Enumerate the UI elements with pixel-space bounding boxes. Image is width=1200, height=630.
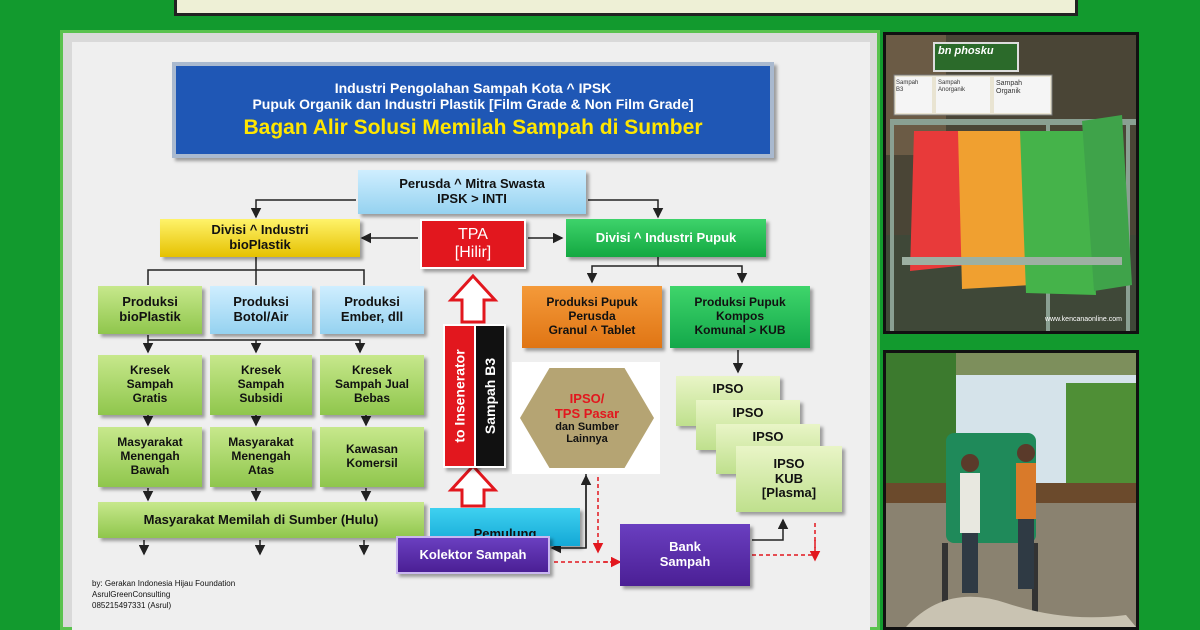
node-kresek-subsidi-line3: Subsidi bbox=[239, 390, 283, 405]
node-ipso-tps-line1: IPSO/ bbox=[569, 391, 605, 406]
node-kolektor-sampah: Kolektor Sampah bbox=[396, 536, 550, 574]
node-sampah-b3: Sampah B3 bbox=[474, 324, 506, 468]
node-kresek-gratis-line3: Gratis bbox=[132, 390, 168, 405]
node-ipso-tps-pasar: IPSO/ TPS Pasar dan Sumber Lainnya bbox=[520, 368, 654, 468]
node-ipso-tps-line4: Lainnya bbox=[566, 433, 608, 445]
credit-block: by: Gerakan Indonesia Hijau Foundation A… bbox=[92, 578, 235, 611]
node-pupuk-perusda-line3: Granul ^ Tablet bbox=[548, 322, 636, 337]
node-masyarakat-memilah-label: Masyarakat Memilah di Sumber (Hulu) bbox=[143, 511, 379, 527]
node-masyarakat-atas-line1: Masyarakat bbox=[228, 435, 294, 450]
node-kawasan-komersil: Kawasan Komersil bbox=[320, 427, 424, 487]
title-line-3: Bagan Alir Solusi Memilah Sampah di Sumb… bbox=[243, 116, 703, 140]
node-pupuk-kompos-line1: Produksi Pupuk bbox=[694, 295, 786, 310]
node-sampah-b3-label: Sampah B3 bbox=[482, 357, 498, 435]
node-masyarakat-atas-line3: Atas bbox=[247, 462, 274, 477]
photo-bin-organik-line2: Organik bbox=[996, 88, 1021, 95]
node-ipso-kub-line3: [Plasma] bbox=[761, 485, 817, 501]
node-kawasan-komersil-line1: Kawasan bbox=[345, 442, 399, 457]
node-pupuk-perusda-line2: Perusda bbox=[568, 309, 616, 324]
node-divisi-bioplastik-line2: bioPlastik bbox=[229, 237, 291, 252]
node-produksi-bioplastik-line2: bioPlastik bbox=[119, 309, 181, 324]
credit-line-3: 085215497331 (Asrul) bbox=[92, 601, 172, 610]
node-masyarakat-memilah: Masyarakat Memilah di Sumber (Hulu) bbox=[98, 502, 424, 538]
node-divisi-bioplastik: Divisi ^ Industri bioPlastik bbox=[160, 219, 360, 257]
node-kresek-jual-bebas: Kresek Sampah Jual Bebas bbox=[320, 355, 424, 415]
node-perusda: Perusda ^ Mitra Swasta IPSK > INTI bbox=[358, 170, 586, 214]
photo-bin-b3-line2: B3 bbox=[896, 87, 904, 93]
node-produksi-botol-line1: Produksi bbox=[233, 294, 289, 310]
node-kresek-gratis: Kresek Sampah Gratis bbox=[98, 355, 202, 415]
node-masyarakat-bawah-line3: Bawah bbox=[130, 462, 170, 477]
node-bank-sampah-line2: Sampah bbox=[659, 554, 711, 569]
photo-bin-organik-line1: Sampah bbox=[996, 80, 1023, 87]
node-kresek-subsidi-line1: Kresek bbox=[240, 363, 282, 378]
node-produksi-botol: Produksi Botol/Air bbox=[210, 286, 312, 334]
node-pupuk-kompos: Produksi Pupuk Kompos Komunal > KUB bbox=[670, 286, 810, 348]
node-ipso-kub-plasma: IPSO KUB [Plasma] bbox=[736, 446, 842, 512]
node-kresek-gratis-line1: Kresek bbox=[129, 363, 171, 378]
node-masyarakat-bawah: Masyarakat Menengah Bawah bbox=[98, 427, 202, 487]
node-kolektor-sampah-label: Kolektor Sampah bbox=[419, 546, 527, 562]
node-ipso-tps-line2: TPS Pasar bbox=[554, 406, 620, 421]
photo-compost-machine-art bbox=[886, 353, 1136, 627]
title-line-1: Industri Pengolahan Sampah Kota ^ IPSK bbox=[334, 79, 612, 96]
photo-bin-organik-label: Sampah Organik bbox=[996, 80, 1050, 96]
node-produksi-ember-line2: Ember, dll bbox=[340, 309, 404, 324]
diagram-title-box: Industri Pengolahan Sampah Kota ^ IPSK P… bbox=[172, 62, 774, 158]
node-perusda-line2: IPSK > INTI bbox=[437, 191, 507, 206]
photo-bin-anorganik-label: Sampah Anorganik bbox=[938, 80, 990, 94]
node-tpa-line1: TPA bbox=[458, 225, 488, 243]
node-divisi-bioplastik-line1: Divisi ^ Industri bbox=[211, 222, 309, 238]
node-ipso-2-label: IPSO bbox=[732, 405, 764, 420]
node-produksi-ember: Produksi Ember, dll bbox=[320, 286, 424, 334]
title-line-2: Pupuk Organik dan Industri Plastik [Film… bbox=[252, 95, 694, 112]
node-ipso-kub-line2: KUB bbox=[774, 470, 804, 486]
node-kresek-gratis-line2: Sampah bbox=[126, 377, 174, 392]
node-produksi-botol-line2: Botol/Air bbox=[233, 309, 289, 324]
node-ipso-1-label: IPSO bbox=[712, 381, 744, 396]
photo-brand-label: bn phosku bbox=[938, 45, 994, 57]
node-tpa-line2: [Hilir] bbox=[454, 244, 492, 261]
photo-watermark: www.kencanaonline.com bbox=[1044, 316, 1122, 323]
node-ipso-kub-line1: IPSO bbox=[773, 455, 805, 471]
photo-bin-b3-line1: Sampah bbox=[896, 80, 919, 86]
node-to-insenerator: to Insenerator bbox=[443, 324, 477, 468]
photo-sorting-bins-art bbox=[886, 35, 1136, 331]
node-to-insenerator-label: to Insenerator bbox=[452, 349, 469, 443]
node-kresek-subsidi-line2: Sampah bbox=[237, 377, 285, 392]
top-banner bbox=[174, 0, 1078, 16]
node-bank-sampah: Bank Sampah bbox=[620, 524, 750, 586]
credit-line-2: AsrulGreenConsulting bbox=[92, 590, 171, 599]
credit-line-1: by: Gerakan Indonesia Hijau Foundation bbox=[92, 579, 236, 588]
node-pupuk-kompos-line3: Komunal > KUB bbox=[694, 322, 786, 337]
node-masyarakat-bawah-line2: Menengah bbox=[120, 449, 180, 464]
node-divisi-pupuk: Divisi ^ Industri Pupuk bbox=[566, 219, 766, 257]
node-kresek-jual-bebas-line3: Bebas bbox=[353, 390, 391, 405]
node-produksi-ember-line1: Produksi bbox=[344, 294, 400, 310]
photo-bin-anorganik-line2: Anorganik bbox=[938, 87, 966, 93]
photo-compost-machine bbox=[883, 350, 1139, 630]
node-bank-sampah-line1: Bank bbox=[669, 539, 701, 555]
node-pupuk-perusda-line1: Produksi Pupuk bbox=[546, 295, 638, 310]
node-produksi-bioplastik: Produksi bioPlastik bbox=[98, 286, 202, 334]
node-divisi-pupuk-label: Divisi ^ Industri Pupuk bbox=[595, 229, 737, 245]
photo-bin-anorganik-line1: Sampah bbox=[938, 80, 961, 86]
photo-bin-b3-label: Sampah B3 bbox=[896, 80, 932, 94]
node-ipso-3-label: IPSO bbox=[752, 429, 784, 444]
node-kawasan-komersil-line2: Komersil bbox=[346, 456, 398, 470]
node-masyarakat-bawah-line1: Masyarakat bbox=[117, 435, 183, 450]
node-kresek-jual-bebas-line2: Sampah Jual bbox=[334, 377, 410, 392]
node-pupuk-perusda: Produksi Pupuk Perusda Granul ^ Tablet bbox=[522, 286, 662, 348]
node-masyarakat-atas-line2: Menengah bbox=[231, 449, 291, 464]
node-kresek-subsidi: Kresek Sampah Subsidi bbox=[210, 355, 312, 415]
node-perusda-line1: Perusda ^ Mitra Swasta bbox=[399, 176, 545, 192]
node-produksi-bioplastik-line1: Produksi bbox=[122, 294, 178, 310]
node-ipso-tps-line3: dan Sumber bbox=[555, 421, 619, 433]
node-masyarakat-atas: Masyarakat Menengah Atas bbox=[210, 427, 312, 487]
node-pupuk-kompos-line2: Kompos bbox=[716, 309, 764, 324]
photo-sorting-bins: bn phosku Sampah B3 Sampah Anorganik Sam… bbox=[883, 32, 1139, 334]
node-kresek-jual-bebas-line1: Kresek bbox=[351, 363, 393, 378]
node-tpa: TPA [Hilir] bbox=[420, 219, 526, 269]
